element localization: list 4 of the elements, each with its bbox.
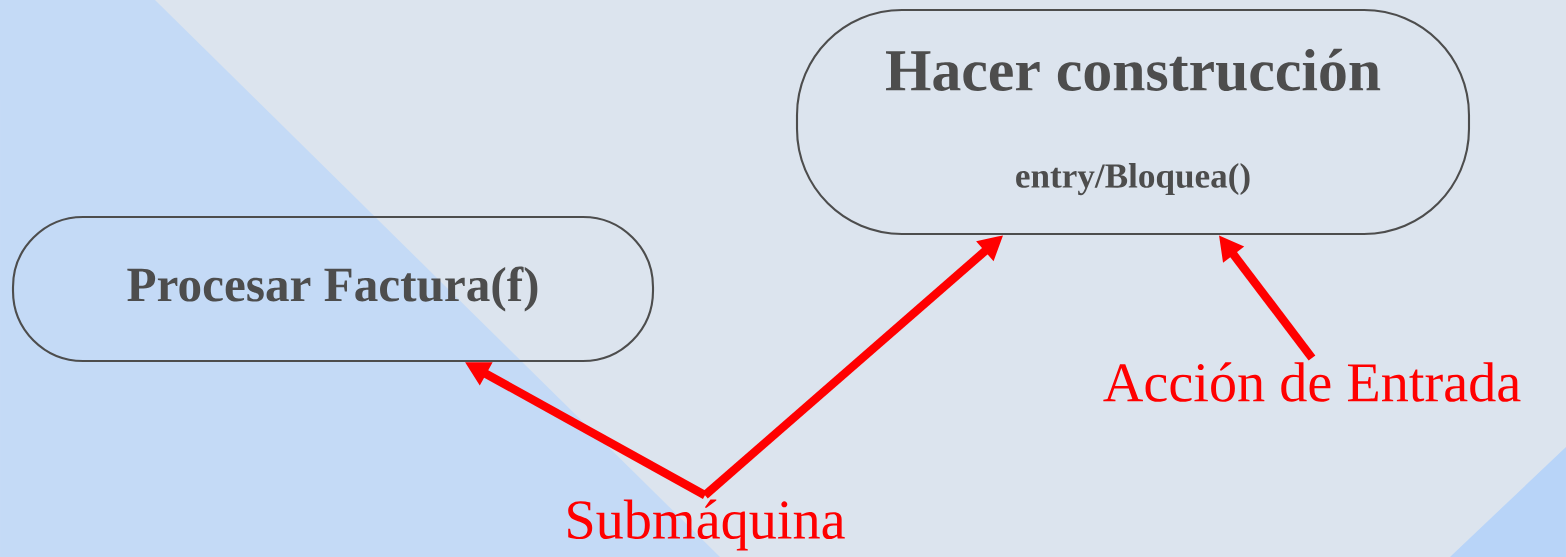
state-box: Hacer construcción entry/Bloquea()	[795, 8, 1471, 236]
callout-text: Submáquina	[568, 499, 845, 551]
callout-text: Acción de Entrada	[1103, 362, 1521, 402]
state-box: Procesar Factura(f)	[11, 215, 655, 363]
